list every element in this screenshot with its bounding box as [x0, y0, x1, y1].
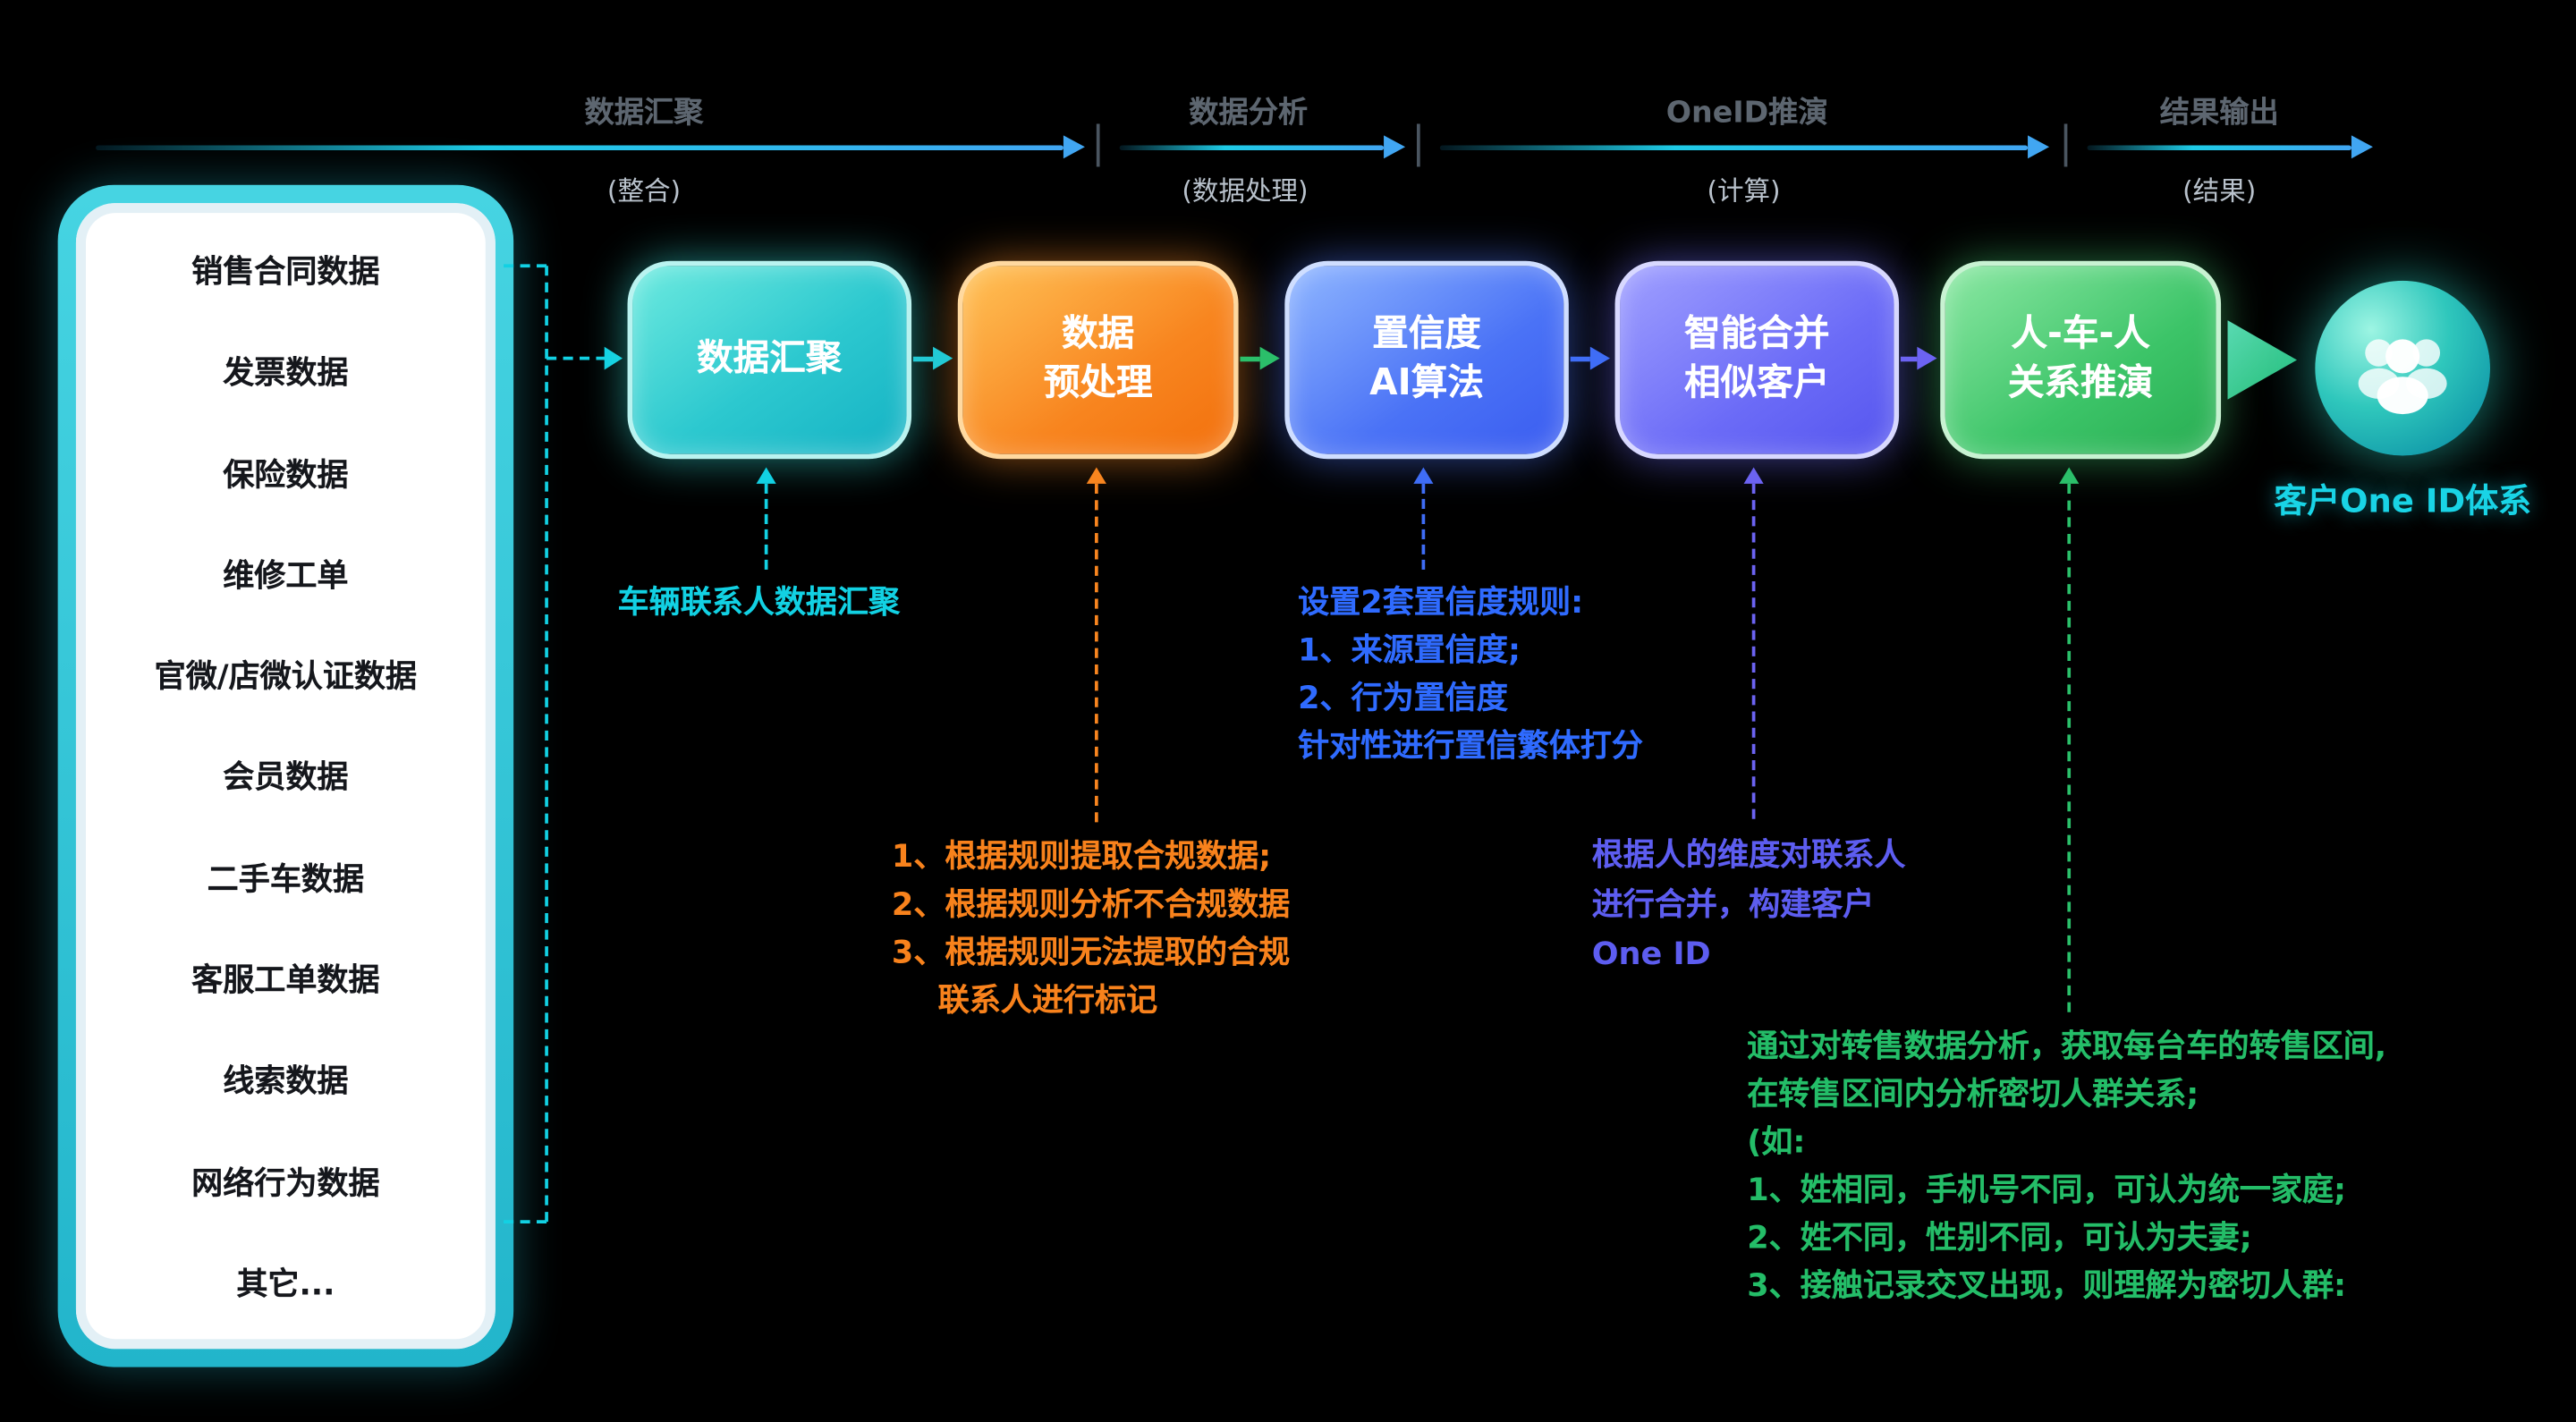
note-line: 2、根据规则分析不合规数据 — [891, 886, 1291, 923]
source-item: 维修工单 — [223, 557, 349, 595]
note-line: 1、来源置信度; — [1298, 632, 1521, 669]
note-line: (如: — [1747, 1124, 1806, 1161]
flow-arrow-4 — [1900, 356, 1918, 362]
source-item: 网络行为数据 — [191, 1164, 380, 1202]
phase-label-oneid: OneID推演 — [1665, 96, 1828, 131]
note-line: 通过对转售数据分析，获取每台车的转售区间, — [1747, 1028, 2387, 1065]
data-source-panel: 销售合同数据 发票数据 保险数据 维修工单 官微/店微认证数据 会员数据 二手车… — [57, 184, 514, 1367]
flow-arrow-final — [2227, 320, 2297, 400]
note-arrowhead-icon — [1743, 467, 1764, 484]
note-connector-1 — [764, 483, 768, 570]
source-item: 线索数据 — [223, 1063, 349, 1100]
step-label: 数据 — [1062, 313, 1135, 355]
phase-divider — [2063, 123, 2068, 167]
connector-dashed-top — [504, 264, 547, 268]
phase-arrow-analysis — [1119, 145, 1385, 150]
flow-arrow-1 — [912, 356, 934, 362]
note-line: 针对性进行置信繁体打分 — [1298, 728, 1643, 765]
source-item: 保险数据 — [223, 456, 349, 494]
step-label: 关系推演 — [2007, 363, 2154, 405]
phase-arrow-output — [2087, 145, 2351, 150]
source-item: 销售合同数据 — [191, 254, 380, 292]
note-step1: 车辆联系人数据汇聚 — [617, 580, 900, 628]
note-arrowhead-icon — [1086, 467, 1106, 484]
step-label: 人-车-人 — [2011, 313, 2150, 355]
note-line: 2、行为置信度 — [1298, 680, 1508, 717]
phase-arrowhead-icon — [2351, 135, 2373, 159]
source-item: 会员数据 — [223, 760, 349, 797]
phase-sub-oneid: (计算) — [1707, 174, 1781, 207]
step-box-relation-inference: 人-车-人 关系推演 — [1940, 260, 2222, 460]
note-line: One ID — [1591, 935, 1711, 973]
step-box-smart-merge: 智能合并 相似客户 — [1614, 260, 1900, 460]
note-connector-3 — [1421, 483, 1426, 570]
people-group-icon — [2358, 339, 2447, 415]
source-item: 其它... — [236, 1265, 335, 1303]
note-arrowhead-icon — [1413, 467, 1434, 484]
flow-arrowhead-icon — [1259, 346, 1280, 370]
step-box-confidence-ai: 置信度 AI算法 — [1284, 260, 1569, 460]
note-line: 车辆联系人数据汇聚 — [617, 584, 901, 622]
source-item: 客服工单数据 — [191, 962, 380, 999]
phase-divider — [1096, 123, 1100, 167]
step-label: 数据汇聚 — [697, 338, 843, 380]
note-arrowhead-icon — [2059, 467, 2080, 484]
note-line: 1、姓相同，手机号不同，可认为统一家庭; — [1747, 1172, 2347, 1209]
flow-arrow-2 — [1240, 356, 1260, 362]
connector-arrowhead-icon — [604, 346, 623, 370]
phase-sub-aggregation: (整合) — [606, 174, 682, 207]
phase-arrow-aggregation — [96, 145, 1063, 150]
phase-label-aggregation: 数据汇聚 — [584, 96, 704, 131]
note-line: 进行合并，构建客户 — [1591, 886, 1875, 923]
note-line: 设置2套置信度规则: — [1298, 584, 1584, 622]
note-line: 在转售区间内分析密切人群关系; — [1747, 1076, 2199, 1113]
step-label: 预处理 — [1043, 363, 1153, 405]
phase-label-analysis: 数据分析 — [1189, 96, 1309, 131]
step-label: 置信度 — [1372, 313, 1481, 355]
phase-divider — [1416, 123, 1420, 167]
note-line: 2、姓不同，性别不同，可认为夫妻; — [1747, 1220, 2252, 1257]
connector-dashed-bottom — [504, 1220, 547, 1223]
source-item: 发票数据 — [223, 355, 349, 393]
note-line: 1、根据规则提取合规数据; — [891, 838, 1272, 876]
data-source-list: 销售合同数据 发票数据 保险数据 维修工单 官微/店微认证数据 会员数据 二手车… — [75, 203, 496, 1350]
note-connector-2 — [1094, 483, 1098, 823]
phase-label-output: 结果输出 — [2159, 96, 2279, 131]
phase-arrowhead-icon — [1384, 135, 1406, 159]
step-box-data-aggregation: 数据汇聚 — [627, 260, 912, 460]
note-step3: 设置2套置信度规则: 1、来源置信度; 2、行为置信度 针对性进行置信繁体打分 — [1298, 580, 1643, 771]
step-label: AI算法 — [1369, 363, 1484, 405]
note-line: 联系人进行标记 — [937, 982, 1158, 1020]
step-label: 智能合并 — [1684, 313, 1830, 355]
flow-arrowhead-icon — [1917, 346, 1937, 370]
phase-arrowhead-icon — [2028, 135, 2050, 159]
phase-arrow-oneid — [1439, 145, 2029, 150]
result-label: 客户One ID体系 — [2274, 480, 2531, 521]
note-line: 根据人的维度对联系人 — [1591, 836, 1906, 874]
flow-arrow-3 — [1570, 356, 1590, 362]
note-line: 3、根据规则无法提取的合规 — [891, 934, 1291, 971]
customer-oneid-circle — [2315, 280, 2490, 456]
note-connector-5 — [2067, 483, 2072, 1012]
connector-dashed-vertical — [545, 266, 548, 1223]
note-step4: 根据人的维度对联系人 进行合并，构建客户 One ID — [1592, 831, 1906, 979]
source-item: 二手车数据 — [207, 861, 365, 898]
note-step2: 1、根据规则提取合规数据; 2、根据规则分析不合规数据 3、根据规则无法提取的合… — [892, 834, 1290, 1025]
flow-arrowhead-icon — [933, 346, 953, 370]
phase-sub-output: (结果) — [2182, 174, 2257, 207]
note-arrowhead-icon — [756, 467, 776, 484]
phase-sub-analysis: (数据处理) — [1182, 174, 1309, 207]
source-item: 官微/店微认证数据 — [154, 658, 418, 696]
phase-arrowhead-icon — [1063, 135, 1085, 159]
step-label: 相似客户 — [1684, 363, 1830, 405]
note-line: 3、接触记录交叉出现，则理解为密切人群: — [1747, 1267, 2347, 1305]
step-box-preprocessing: 数据 预处理 — [957, 260, 1239, 460]
note-connector-4 — [1751, 483, 1756, 819]
connector-dashed-to-step1 — [547, 356, 606, 360]
flow-arrowhead-icon — [1589, 346, 1610, 370]
note-step5: 通过对转售数据分析，获取每台车的转售区间, 在转售区间内分析密切人群关系; (如… — [1747, 1024, 2386, 1311]
